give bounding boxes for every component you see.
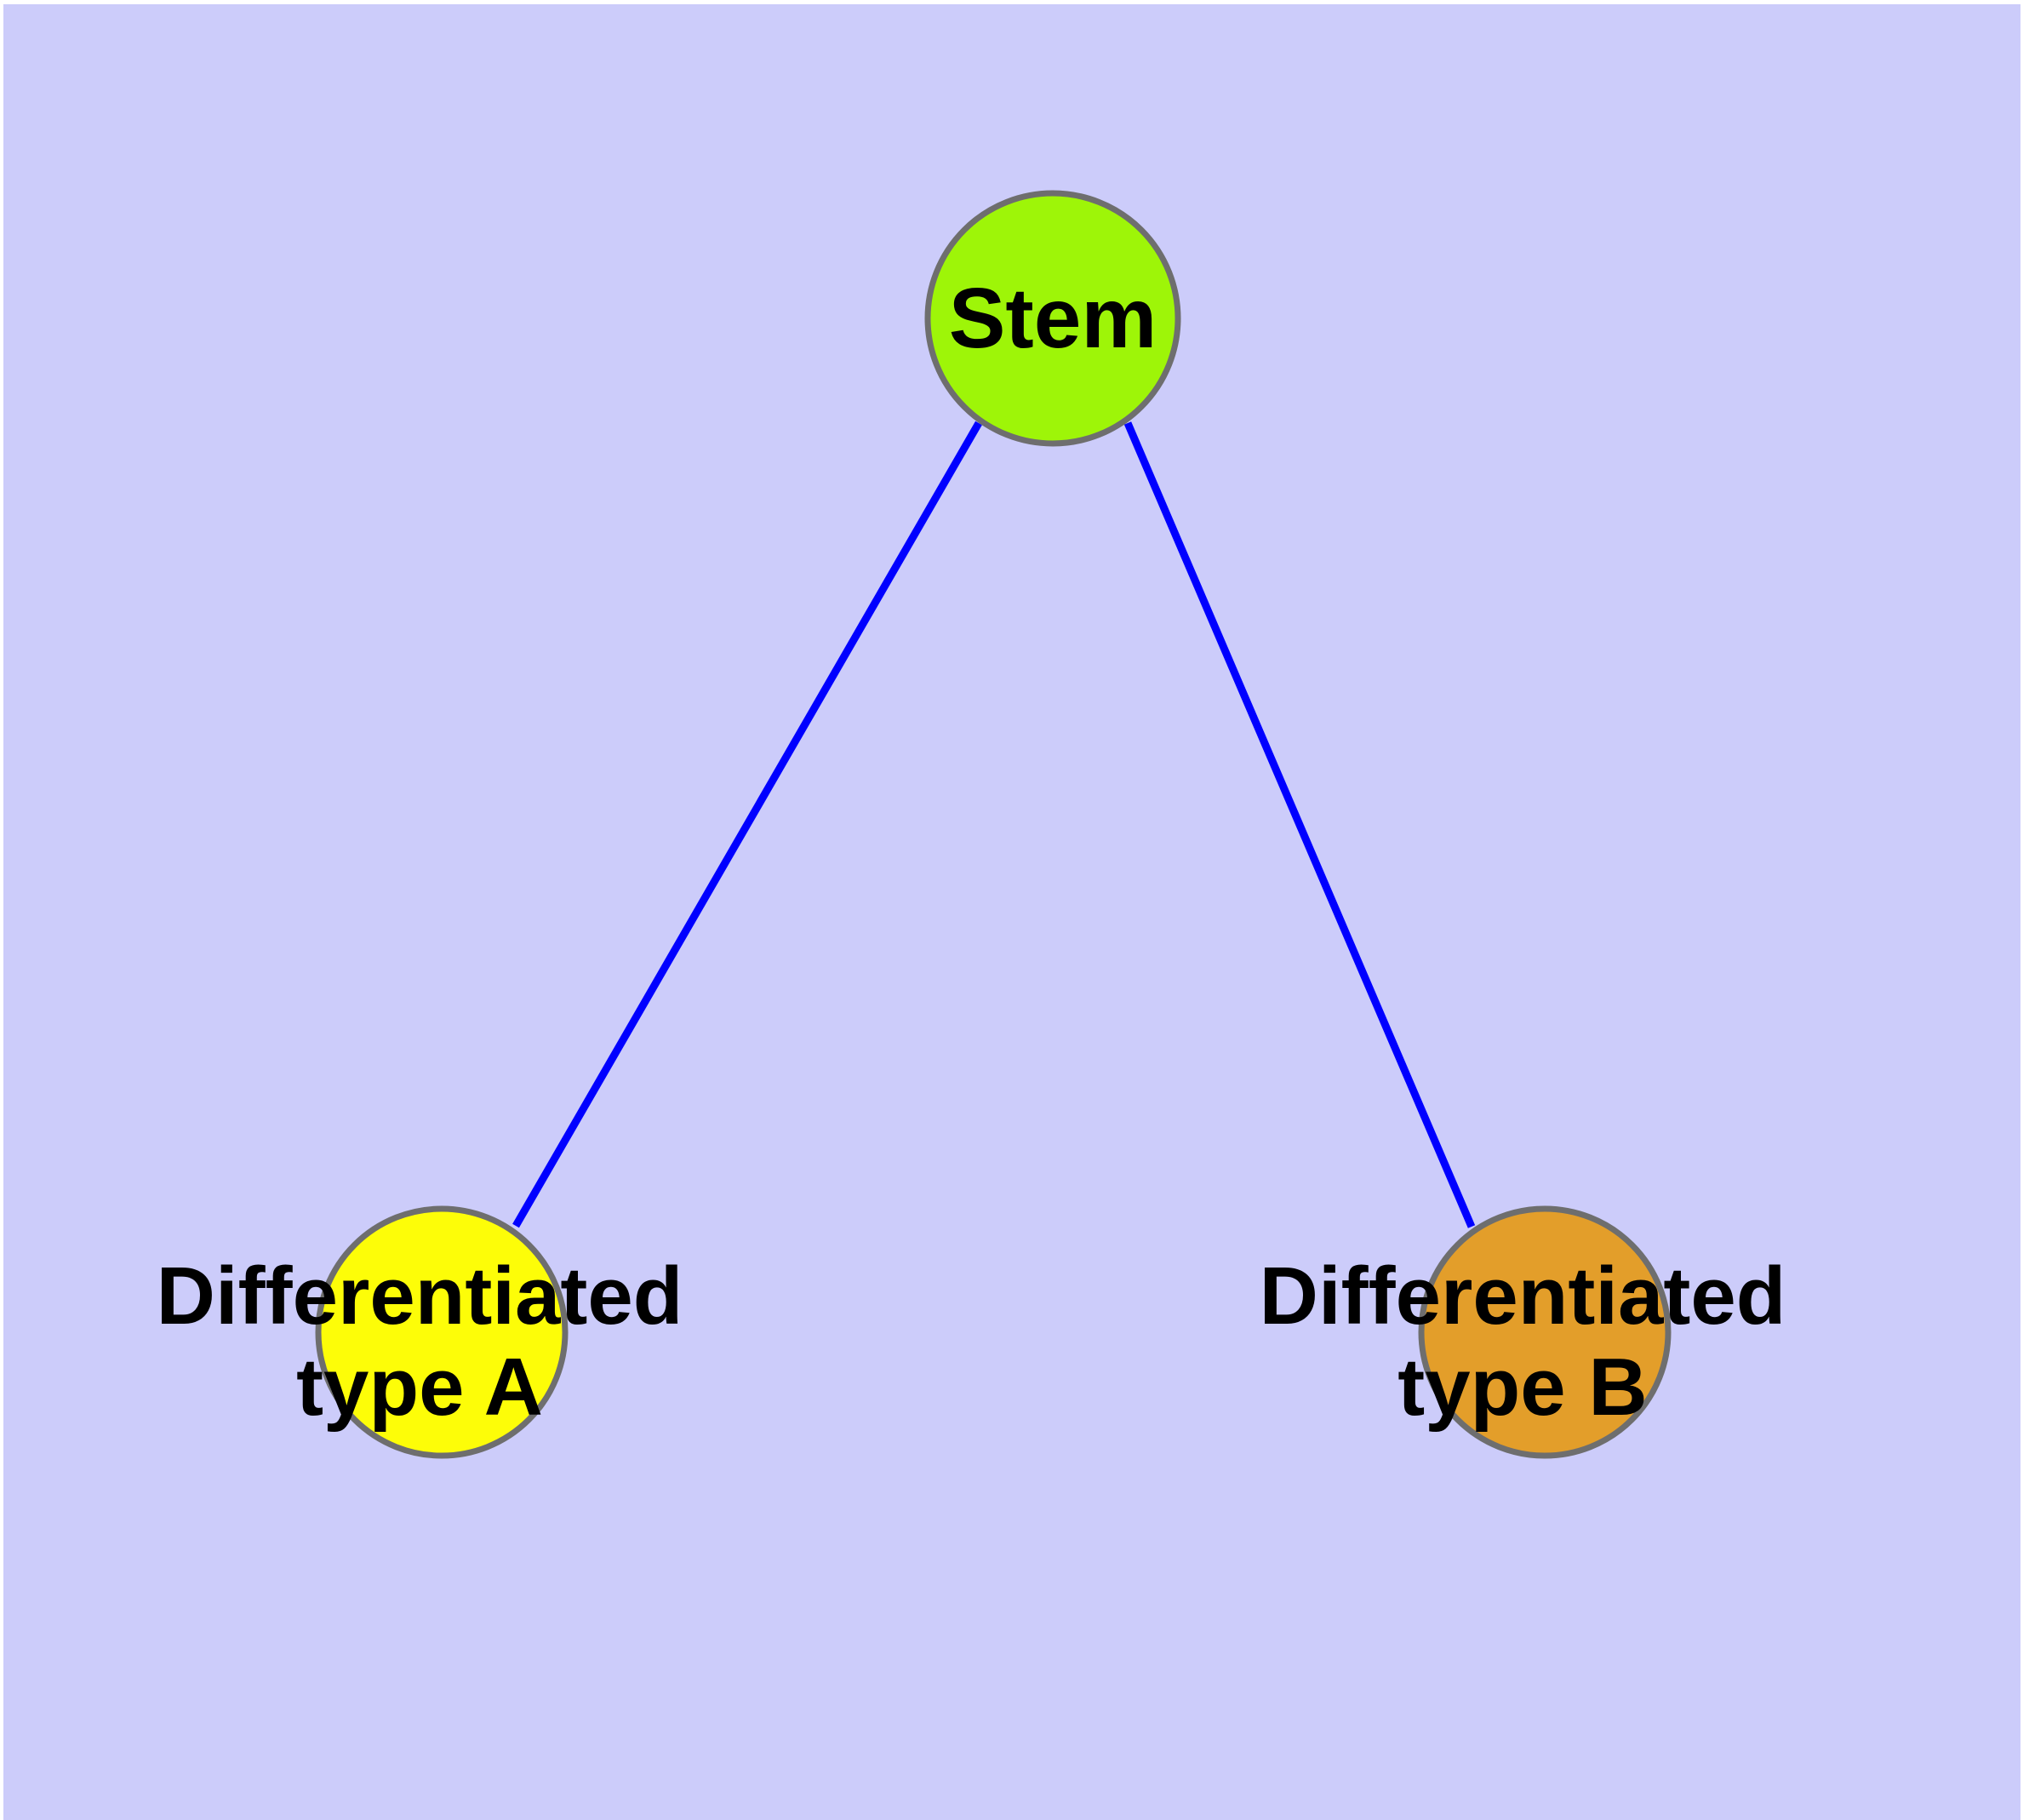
node-differentiated-type-b-label-line2: type B xyxy=(1397,1342,1647,1433)
node-stem-label-line1: Stem xyxy=(949,271,1157,366)
node-differentiated-type-a[interactable]: Differentiated type A xyxy=(157,1205,683,1459)
node-stem[interactable]: Stem xyxy=(924,190,1181,447)
node-stem-circle[interactable] xyxy=(924,190,1181,447)
node-layer: Stem Differentiated type A Differentiate… xyxy=(157,190,1786,1459)
node-differentiated-type-a-circle[interactable] xyxy=(315,1205,569,1459)
node-differentiated-type-b-label-line1: Differentiated xyxy=(1260,1251,1786,1342)
edge-stem-to-differentiated-type-b[interactable] xyxy=(1123,421,1476,1228)
node-differentiated-type-a-label-line1: Differentiated xyxy=(157,1251,683,1342)
edge-layer xyxy=(512,421,1476,1228)
edge-stem-to-differentiated-type-a[interactable] xyxy=(512,421,982,1228)
node-differentiated-type-b-circle[interactable] xyxy=(1418,1205,1672,1459)
node-differentiated-type-a-label-line2: type A xyxy=(296,1342,543,1433)
node-differentiated-type-b[interactable]: Differentiated type B xyxy=(1260,1205,1786,1459)
